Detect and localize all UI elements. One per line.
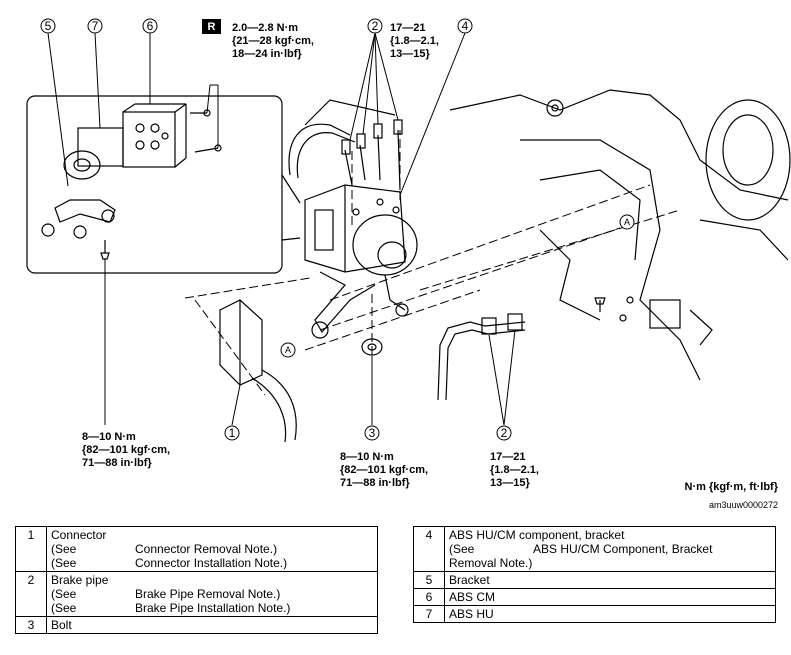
part-name: ABS CM (444, 588, 776, 606)
ref-mark-a-left: A (285, 345, 291, 355)
brake-pipes-top-drawing (288, 99, 403, 191)
note-line: (See ABS HU/CM Component, Bracket (449, 542, 771, 556)
connector-drawing (219, 299, 297, 443)
part-name: Bolt (46, 616, 378, 634)
repair-badge-letter: R (208, 21, 216, 33)
note-link[interactable]: Brake Pipe Removal Note.) (135, 587, 281, 601)
callout-7: 7 (92, 19, 99, 33)
part-name: Brake pipe (51, 573, 109, 587)
part-number: 3 (15, 616, 47, 634)
note-link[interactable]: Connector Installation Note.) (135, 556, 288, 570)
exploded-view-diagram: 5 7 6 2 4 1 3 2 A A R 2.0—2.8 N·m {21—28… (26, 18, 791, 510)
part-number: 1 (15, 526, 47, 572)
callout-2-top: 2 (372, 19, 379, 33)
callout-markers (40, 18, 635, 441)
units-note: N·m {kgf·m, ft·lbf} (685, 481, 779, 493)
note-link[interactable]: ABS HU/CM Component, Bracket (533, 542, 713, 556)
table-row: 5 Bracket (413, 571, 776, 589)
torque-spec-bracket-bolt: 8—10 N·m {82—101 kgf·cm, 71—88 in·lbf} (82, 431, 173, 469)
part-name: Connector (51, 528, 107, 542)
note-prefix: (See (51, 542, 77, 556)
table-row: 6 ABS CM (413, 588, 776, 606)
parts-table-left: 1 Connector (See Connector Removal Note.… (15, 526, 378, 634)
part-name: ABS HU/CM component, bracket (449, 528, 625, 542)
note-link[interactable]: Connector Removal Note.) (135, 542, 278, 556)
callout-4: 4 (462, 19, 469, 33)
table-row: 4 ABS HU/CM component, bracket (See ABS … (413, 526, 776, 572)
note-line: (See Brake Pipe Installation Note.) (51, 601, 373, 615)
note-line: (See Brake Pipe Removal Note.) (51, 587, 373, 601)
table-row: 2 Brake pipe (See Brake Pipe Removal Not… (15, 571, 378, 617)
torque-spec-brake-pipe-top: 17—21 {1.8—2.1, 13—15} (390, 22, 442, 60)
part-number: 2 (15, 571, 47, 617)
table-row: 3 Bolt (15, 616, 378, 634)
main-abs-unit-drawing (304, 184, 418, 339)
note-prefix: (See (51, 601, 77, 615)
parts-table-right: 4 ABS HU/CM component, bracket (See ABS … (413, 526, 776, 623)
part-number: 4 (413, 526, 445, 572)
note-line: (See Connector Installation Note.) (51, 556, 373, 570)
figure-id: am3uuw0000272 (709, 500, 778, 510)
part-name: Bracket (444, 571, 776, 589)
part-detail: Brake pipe (See Brake Pipe Removal Note.… (46, 571, 378, 617)
part-detail: Connector (See Connector Removal Note.) … (46, 526, 378, 572)
torque-spec-r: 2.0—2.8 N·m {21—28 kgf·cm, 18—24 in·lbf} (232, 22, 317, 60)
torque-spec-brake-pipe-bottom: 17—21 {1.8—2.1, 13—15} (490, 451, 542, 489)
callout-6: 6 (147, 19, 154, 33)
note-prefix: (See (51, 587, 77, 601)
part-number: 5 (413, 571, 445, 589)
note-prefix: (See (449, 542, 475, 556)
part-name: ABS HU (444, 605, 776, 623)
torque-spec-bolt-3: 8—10 N·m {82—101 kgf·cm, 71—88 in·lbf} (340, 451, 431, 489)
callout-1: 1 (229, 426, 236, 440)
inset-box (26, 95, 283, 274)
part-detail: ABS HU/CM component, bracket (See ABS HU… (444, 526, 776, 572)
part-number: 6 (413, 588, 445, 606)
inset-abs-unit-drawing (41, 103, 222, 260)
note-line: (See Connector Removal Note.) (51, 542, 373, 556)
ref-mark-a-right: A (624, 217, 630, 227)
vehicle-body-drawing (449, 89, 791, 381)
table-row: 7 ABS HU (413, 605, 776, 623)
callout-2-bottom: 2 (501, 426, 508, 440)
part-number: 7 (413, 605, 445, 623)
callout-5: 5 (45, 19, 52, 33)
repair-badge (202, 19, 221, 34)
table-row: 1 Connector (See Connector Removal Note.… (15, 526, 378, 572)
note-prefix: (See (51, 556, 77, 570)
note-link[interactable]: Brake Pipe Installation Note.) (135, 601, 291, 615)
callout-3: 3 (369, 426, 376, 440)
note-link-continued[interactable]: Removal Note.) (449, 556, 533, 570)
